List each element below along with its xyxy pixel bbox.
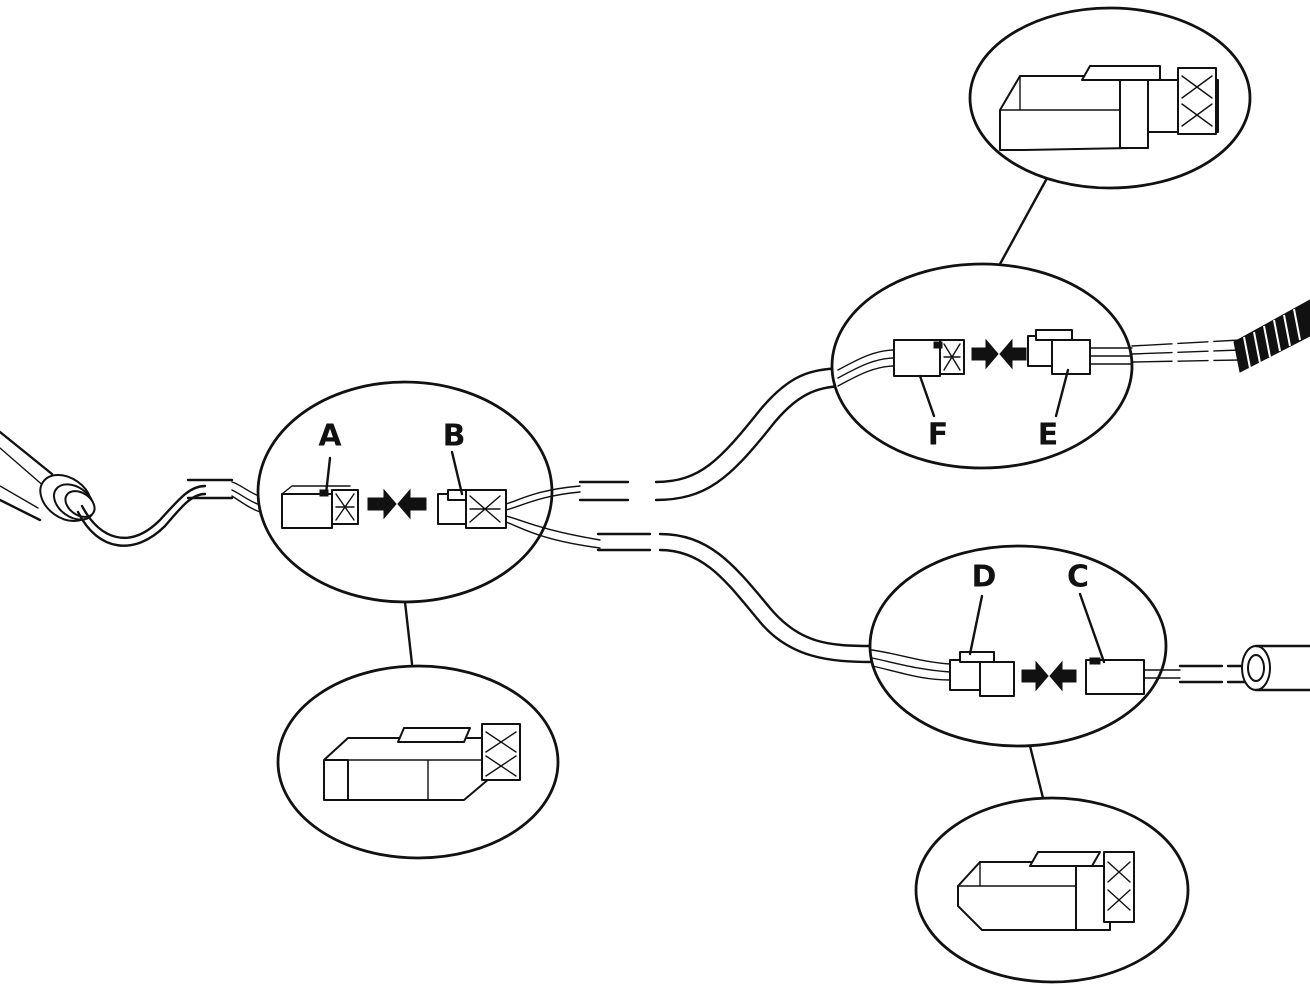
cable-to-sensor bbox=[1178, 664, 1252, 684]
label-e: E bbox=[1038, 418, 1059, 453]
label-f: F bbox=[928, 418, 949, 453]
connector-b bbox=[437, 489, 507, 529]
motor-tube bbox=[0, 430, 207, 547]
detail-zoom-fe bbox=[968, 6, 1252, 190]
detail-circle-fe bbox=[830, 262, 1134, 470]
connector-f bbox=[893, 339, 965, 377]
label-d: D bbox=[972, 560, 997, 595]
cable-lower-branch bbox=[596, 532, 874, 664]
pointer-line-fe bbox=[998, 178, 1048, 266]
leader-b bbox=[450, 450, 464, 496]
mating-arrows-fe bbox=[971, 338, 1027, 370]
connector-d bbox=[949, 651, 1015, 697]
leader-a bbox=[324, 456, 332, 496]
cable-to-solar bbox=[1131, 339, 1241, 363]
connector-c bbox=[1085, 657, 1181, 695]
detail-circle-ab bbox=[256, 380, 601, 604]
pointer-line-ab bbox=[403, 600, 414, 666]
leader-e bbox=[1054, 368, 1070, 418]
connector-e bbox=[1027, 329, 1133, 375]
solar-panel bbox=[1233, 299, 1310, 373]
leader-d bbox=[968, 594, 984, 656]
mating-arrows-ab bbox=[367, 488, 427, 520]
detail-zoom-dc bbox=[914, 796, 1190, 984]
detail-zoom-ab bbox=[276, 664, 560, 860]
leader-c bbox=[1078, 592, 1106, 664]
label-c: C bbox=[1067, 560, 1089, 595]
connector-a bbox=[281, 485, 359, 529]
cable-upper-branch bbox=[578, 366, 842, 502]
detail-circle-dc bbox=[868, 544, 1181, 748]
leader-f bbox=[918, 374, 936, 418]
label-a: A bbox=[318, 419, 342, 454]
pointer-line-dc bbox=[1028, 744, 1046, 804]
sensor-tube bbox=[1241, 644, 1310, 692]
mating-arrows-dc bbox=[1021, 660, 1077, 692]
label-b: B bbox=[443, 419, 466, 454]
